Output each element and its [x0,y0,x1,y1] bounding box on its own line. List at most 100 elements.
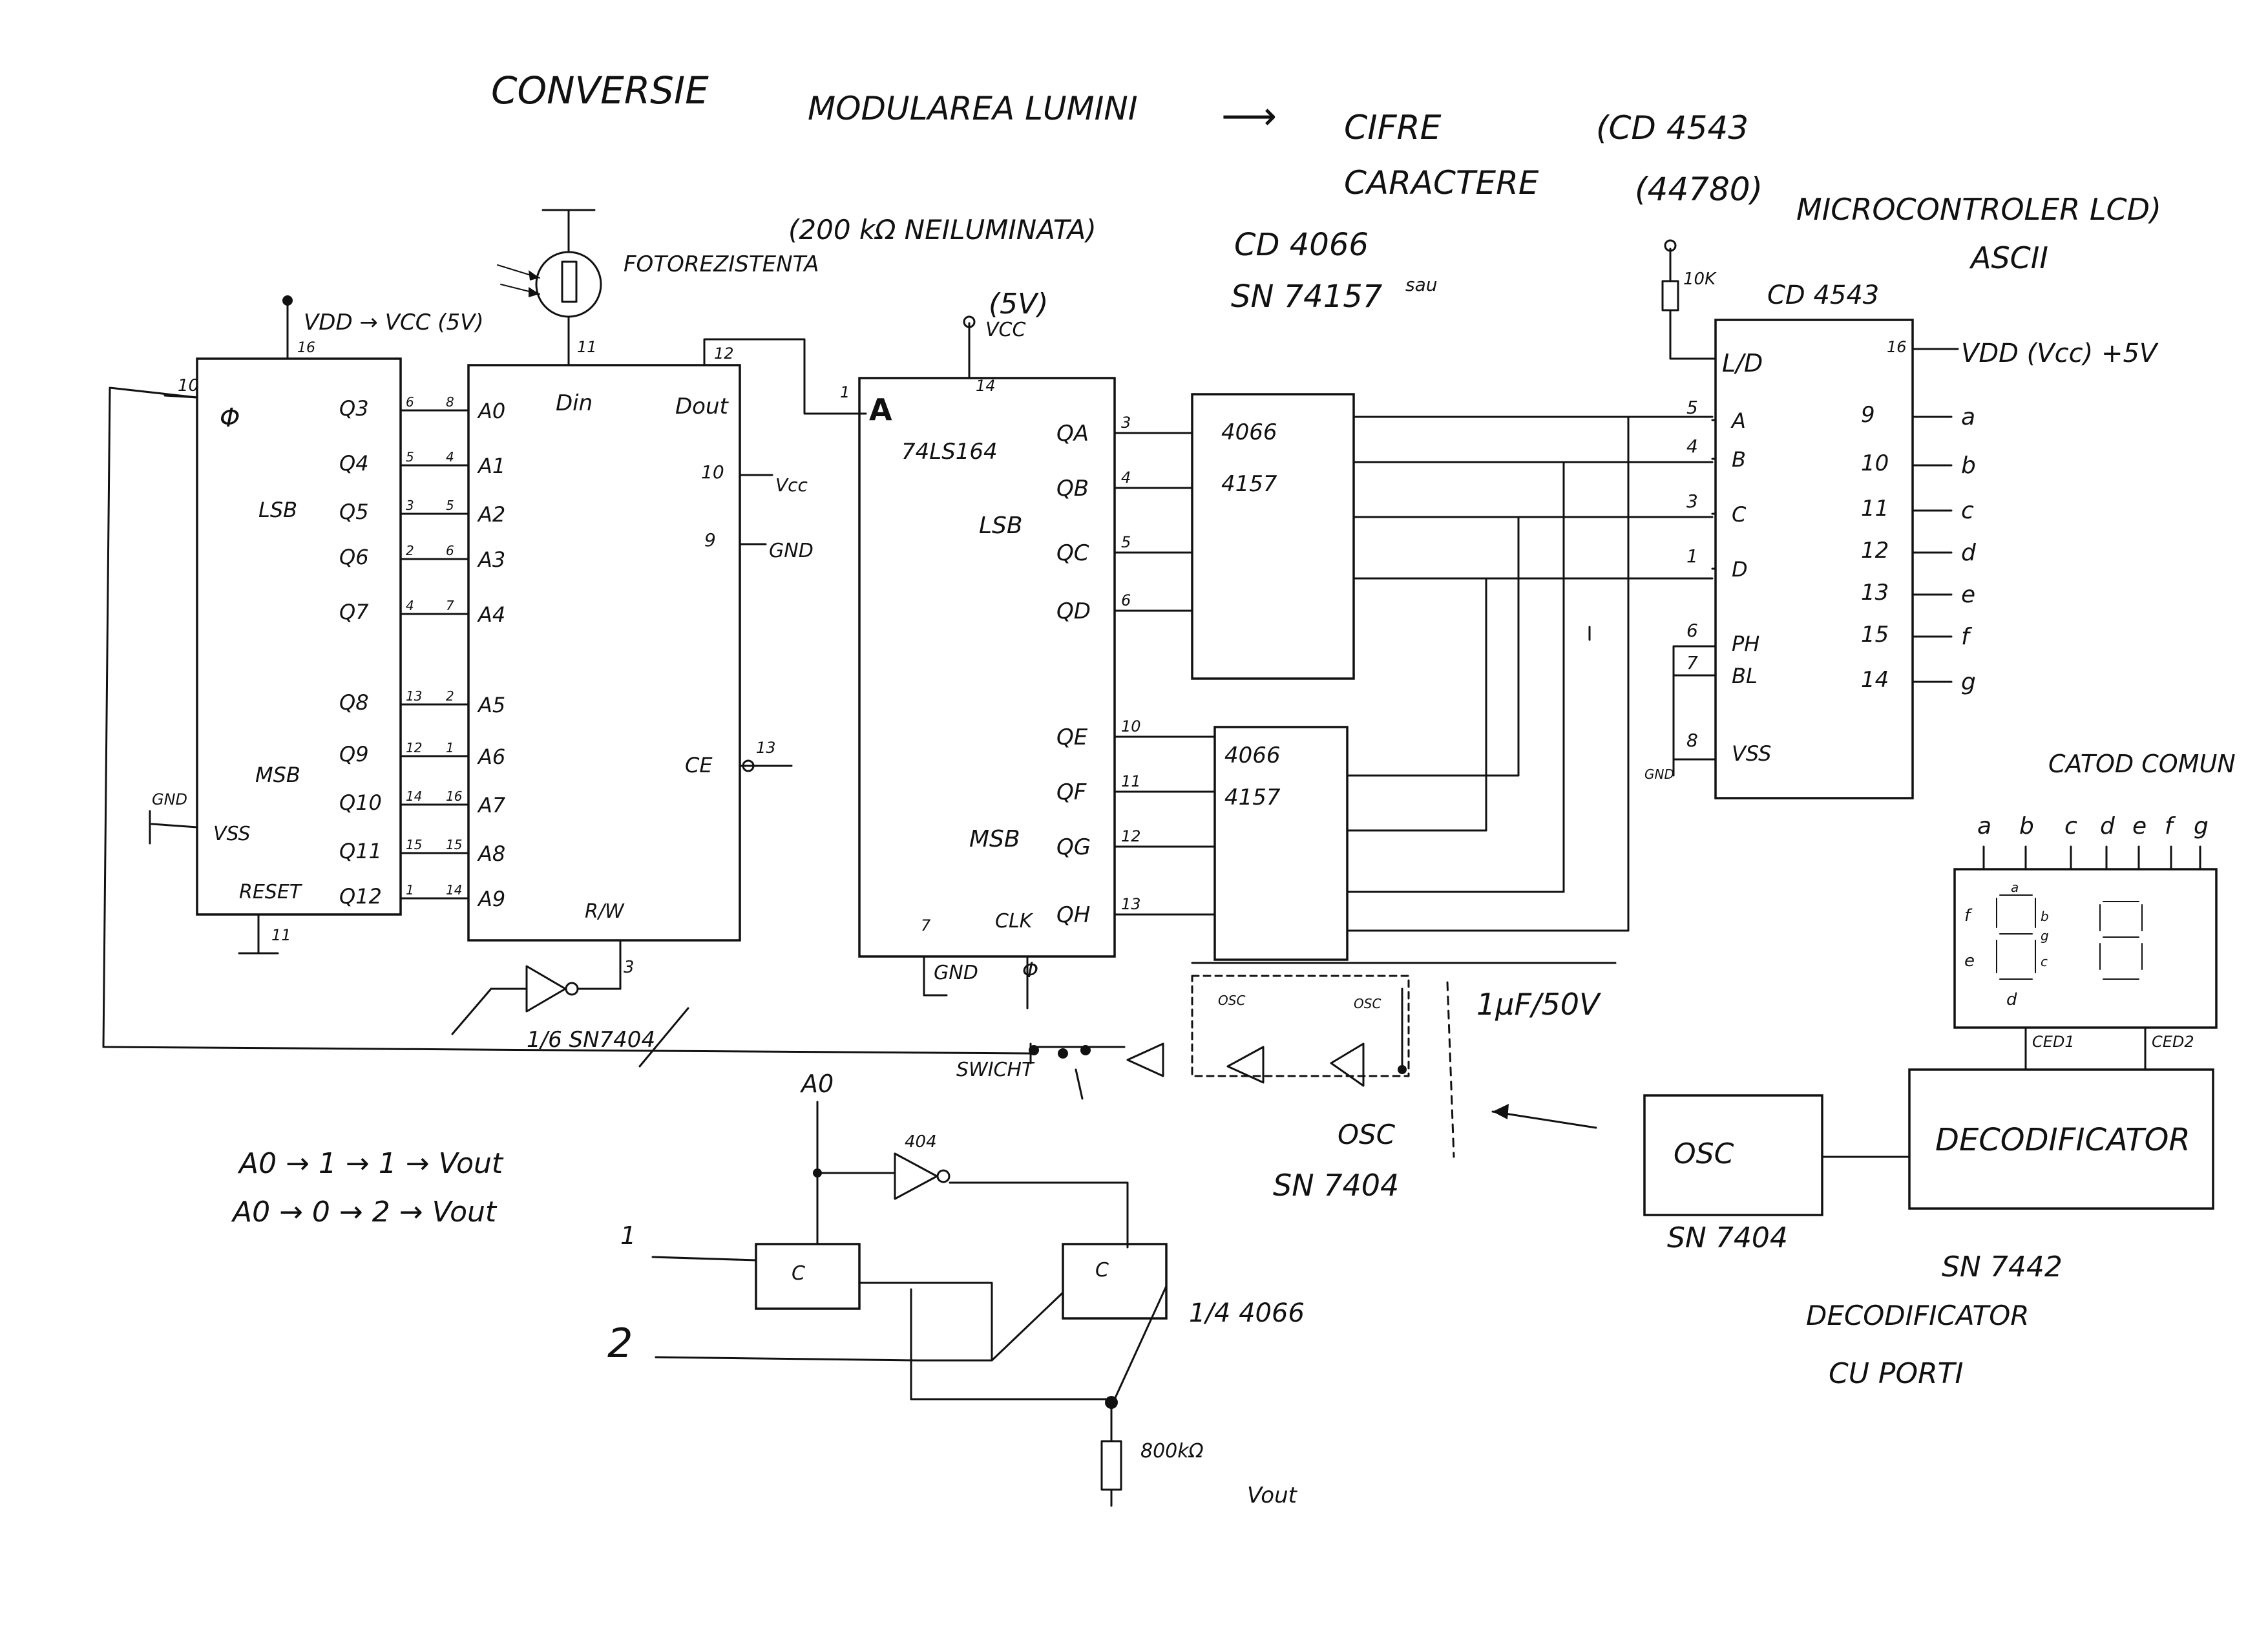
light-arrow-1 [529,270,540,280]
ram-gnd: GND [769,540,814,562]
switch-resistor [1100,1440,1122,1491]
counter-reset: RESET [239,881,303,903]
decoder-output-pin: 11 [1861,496,1889,522]
decoder-output-segment: e [1961,582,1975,608]
ram-ce-pin: 13 [756,739,776,757]
switch-contact-2[interactable] [1058,1048,1068,1059]
mux-top-body [1191,393,1355,680]
mux-bottom-b: 4157 [1224,785,1281,810]
decoder-block [1908,1068,2214,1210]
title-block: CONVERSIE MODULAREA LUMINI ⟶ CIFRE (CD 4… [491,69,2161,275]
ram-address-label: A6 [477,745,505,769]
switch-not-label: 404 [905,1132,937,1152]
ram-address-label: A5 [477,693,505,717]
counter-output-q: Q4 [339,451,369,476]
ram-address-label: A1 [477,454,505,478]
display-ced2: CED2 [2152,1033,2194,1051]
digit-seg-e: e [1964,951,1975,971]
ram-ce: CE [685,753,713,777]
digit-seg-b: b [2041,909,2049,924]
outer-loop-wire [102,386,1032,1055]
switch-gate-2 [1062,1243,1168,1320]
truth-notes: A0 → 1 → 1 → Vout A0 → 0 → 2 → Vout [231,1147,504,1229]
shift-pin-number: 3 [1121,414,1131,432]
switch-a0: A0 [799,1070,834,1098]
counter-output-q: Q6 [339,545,369,569]
shift-register-name: 74LS164 [901,439,998,465]
counter-pin-number: 14 [406,788,422,804]
shift-register-vcc: VCC [985,319,1025,341]
decoder-input-pin: 8 [1686,730,1698,751]
ram-dout: Dout [675,394,730,419]
decoder-output-segment: g [1961,669,1976,695]
counter-chip: VDD → VCC (5V) 16 10 Φ LSB MSB GND VSS R… [149,295,506,955]
shift-output-q: QH [1056,902,1090,928]
oscillator-label: OSC [1338,1119,1396,1150]
switch-contact-3[interactable] [1080,1045,1091,1055]
shift-register-input-pin: 1 [840,383,850,401]
title-ascii: ASCII [1969,240,2048,275]
photoresistor-element [561,260,578,303]
decoder-input-name: D [1732,557,1748,582]
ram-pin-number: 15 [446,837,462,852]
shift-register-vcc-pin: 14 [976,377,996,395]
display-body [1953,868,2218,1029]
digit-seg-a: a [2011,880,2019,895]
ram-address-label: A2 [477,502,505,527]
ram-dout-pin: 12 [714,344,734,363]
decoder-output-segment: b [1961,452,1976,479]
truth-row-2: A0 → 0 → 2 → Vout [231,1196,498,1229]
pullup-resistor [1661,280,1679,312]
decoder-input-name: BL [1732,664,1758,688]
decoder-output-pin: 15 [1861,622,1889,648]
switch-gate-2-label: C [1095,1259,1109,1282]
counter-vss: VSS [213,823,251,845]
decoder-vdd: VDD (Vcc) +5V [1961,339,2159,368]
display-segment-label: g [2194,813,2209,840]
counter-supply-pin: 16 [297,340,315,356]
shift-output-q: QB [1056,476,1089,502]
mux-block: CD 4066 SN 74157 sau 4066 4157 4066 4157 [1191,227,1438,961]
counter-pin-number: 13 [406,688,422,704]
counter-pin-number: 3 [406,498,414,513]
shift-register-supply: (5V) [989,288,1048,321]
shift-register-gnd-pin: 7 [921,916,931,935]
shift-register-input: A [869,392,892,427]
decoder-name: CD 4543 [1767,280,1879,310]
decoder-input-name: VSS [1732,741,1771,766]
wire-bus [1191,416,1714,964]
display-segment-label: b [2019,813,2034,840]
osc-block [1643,1094,1823,1216]
ram-address-label: A9 [477,887,505,911]
mux-bottom-a: 4066 [1224,743,1281,768]
counter-lsb: LSB [258,498,297,522]
decoder-output-segment: c [1961,498,1974,524]
switch-lever[interactable] [1075,1068,1084,1100]
ram-rw-pin: 3 [624,958,635,977]
osc-inverter-1 [1126,1042,1164,1077]
ram-address-label: A3 [477,547,505,572]
counter-output-q: Q5 [339,500,369,524]
decoder-output-segment: d [1961,540,1977,566]
osc-label-2: OSC [1354,996,1381,1011]
counter-pin-number: 12 [406,740,422,755]
decoder-output-pin: 12 [1861,538,1889,564]
display-title: CATOD COMUN [2048,750,2236,778]
digit-seg-c: c [2041,954,2048,969]
decoder-input-pin: 4 [1686,436,1698,457]
counter-pin-number: 4 [406,598,414,613]
ram-pin-number: 2 [446,688,454,704]
counter-pin-number: 1 [406,882,414,898]
switch-circuit: A0 404 C C 1 2 800kΩ Vout 1/4 4066 [607,1070,1305,1508]
ram-address-label: A8 [477,841,505,866]
ram-address-label: A7 [477,793,506,818]
display-segment-label: c [2064,813,2077,840]
shift-register-body [858,377,1116,958]
ram-pin-number: 5 [446,498,454,513]
